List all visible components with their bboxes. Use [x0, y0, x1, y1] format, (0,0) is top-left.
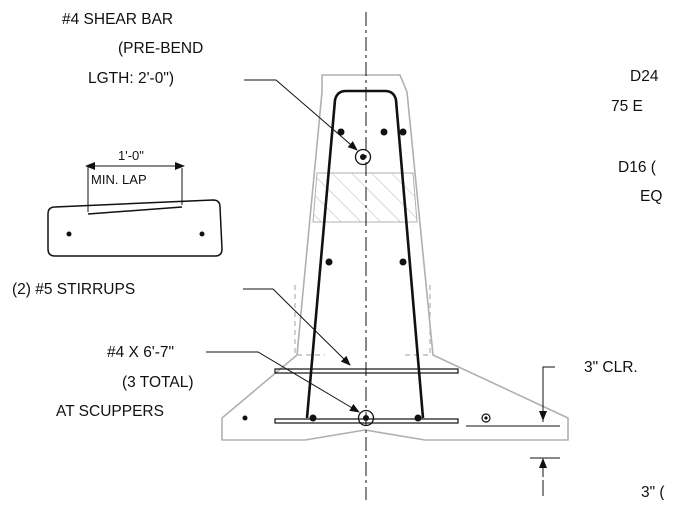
barrier-outline — [221, 74, 569, 441]
label-stirrups: (2) #5 STIRRUPS — [12, 281, 135, 298]
label-bar-1: #4 X 6'-7" — [107, 344, 174, 361]
label-right-4: EQ — [640, 188, 662, 205]
label-lap-dim: 1'-0" — [118, 148, 144, 163]
label-bar-3: AT SCUPPERS — [56, 403, 164, 420]
circled-bars — [354, 148, 491, 427]
shear-bar — [305, 89, 425, 419]
rebar-dots — [242, 128, 422, 422]
label-right-3: D16 ( — [618, 159, 657, 176]
label-right-1: D24 — [630, 68, 659, 85]
hatched-zone — [312, 172, 418, 223]
label-min-lap: MIN. LAP — [91, 172, 147, 187]
upper-horizontal-bar — [274, 368, 459, 374]
label-shear-bar-1: #4 SHEAR BAR — [62, 11, 173, 28]
clearance-dimension — [466, 366, 560, 496]
label-bar-2: (3 TOTAL) — [122, 374, 194, 391]
label-bottom-right: 3" ( — [641, 484, 665, 500]
leader-lines — [206, 79, 360, 413]
pre-bend-detail — [47, 162, 223, 257]
label-right-2: 75 E — [611, 98, 643, 115]
label-shear-bar-2: (PRE-BEND — [118, 40, 203, 57]
label-shear-bar-3: LGTH: 2'-0") — [88, 70, 174, 87]
label-clearance: 3" CLR. — [584, 359, 638, 376]
dashed-construction-lines — [294, 285, 431, 356]
